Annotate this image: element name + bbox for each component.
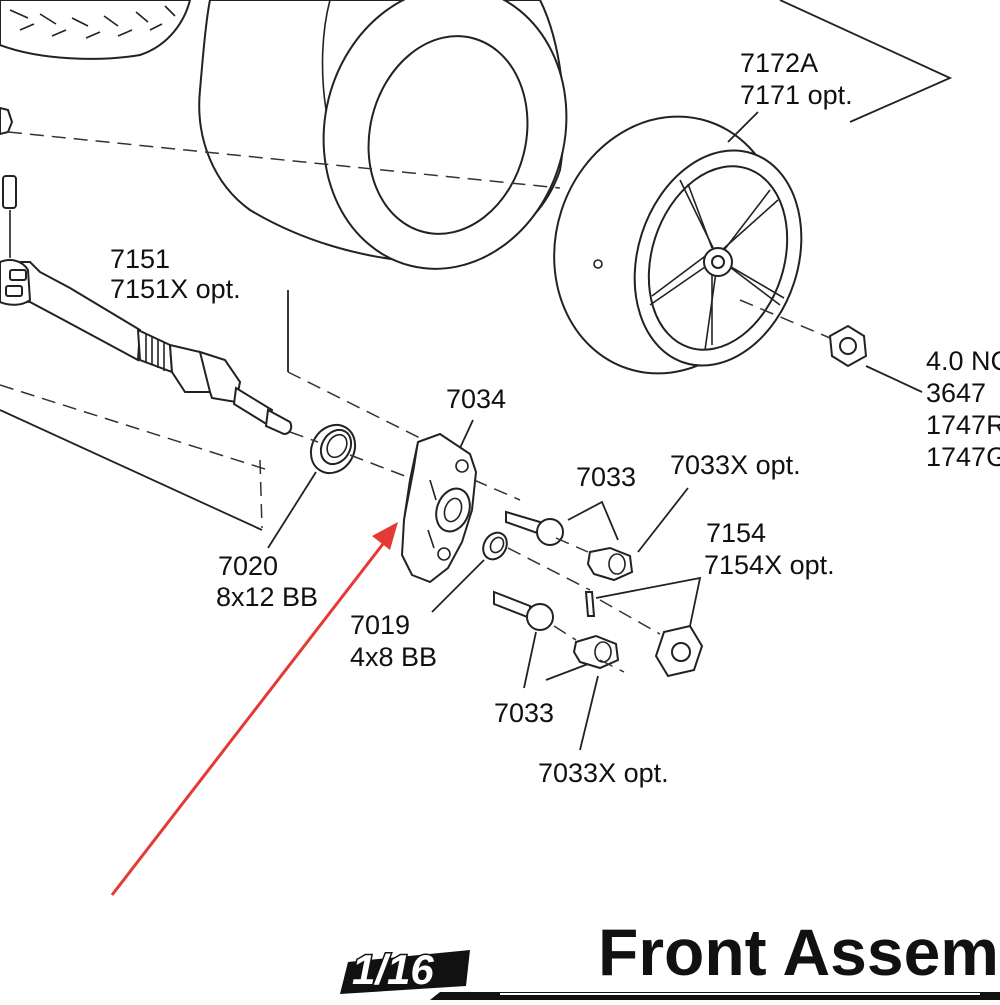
- label-pivot-upper-opt: 7033X opt.: [670, 450, 801, 480]
- section-title: Front Assem: [598, 915, 999, 989]
- label-pivot-lower-opt: 7033X opt.: [538, 758, 669, 788]
- small-nut-left: [0, 106, 14, 136]
- label-pin-hex-2: 7154X opt.: [704, 550, 835, 580]
- pivot-cup-lower: [572, 634, 620, 670]
- label-pin-hex-1: 7154: [706, 518, 766, 548]
- assembly-axes: [0, 131, 831, 673]
- wheel-rim: [553, 115, 803, 375]
- label-bearing-small-1: 7019: [350, 610, 410, 640]
- label-driveshaft-2: 7151X opt.: [110, 274, 241, 304]
- brand-logo: 1/16: [340, 945, 1000, 1000]
- hex-pin: [584, 591, 596, 617]
- bearing-4x8: [482, 531, 508, 561]
- label-bearing-small-2: 4x8 BB: [350, 642, 437, 672]
- steering-carrier: [400, 432, 478, 584]
- label-nut-2: 3647: [926, 378, 986, 408]
- ball-stud-upper: [505, 510, 564, 546]
- tire: [198, 0, 568, 270]
- wheel-nut: [828, 324, 868, 368]
- ball-stud-lower: [493, 590, 554, 631]
- bearing-8x12: [309, 423, 357, 475]
- label-driveshaft-1: 7151: [110, 244, 170, 274]
- label-nut-3: 1747R: [926, 410, 1000, 440]
- label-pivot-lower: 7033: [494, 698, 554, 728]
- footer: 1/16 Front Assem: [340, 915, 1000, 1000]
- label-bearing-large-1: 7020: [218, 551, 278, 581]
- callout-labels: 7172A 7171 opt. 4.0 NC 3647 1747R 1747G …: [110, 48, 1000, 788]
- screw-left: [2, 175, 17, 258]
- label-nut-1: 4.0 NC: [926, 346, 1000, 376]
- red-arrow: [110, 522, 398, 896]
- hex-hub: [654, 624, 704, 678]
- label-pivot-upper: 7033: [576, 462, 636, 492]
- driveshaft: [0, 259, 293, 436]
- leader-lines: [0, 0, 953, 751]
- label-nut-4: 1747G: [926, 442, 1000, 472]
- label-wheel-2: 7171 opt.: [740, 80, 853, 110]
- label-bearing-large-2: 8x12 BB: [216, 582, 318, 612]
- logo-text: 1/16: [352, 946, 434, 993]
- label-carrier: 7034: [446, 384, 506, 414]
- tire-tread-partial: [0, 0, 192, 60]
- pivot-cup-upper: [586, 546, 634, 582]
- label-wheel-1: 7172A: [740, 48, 818, 78]
